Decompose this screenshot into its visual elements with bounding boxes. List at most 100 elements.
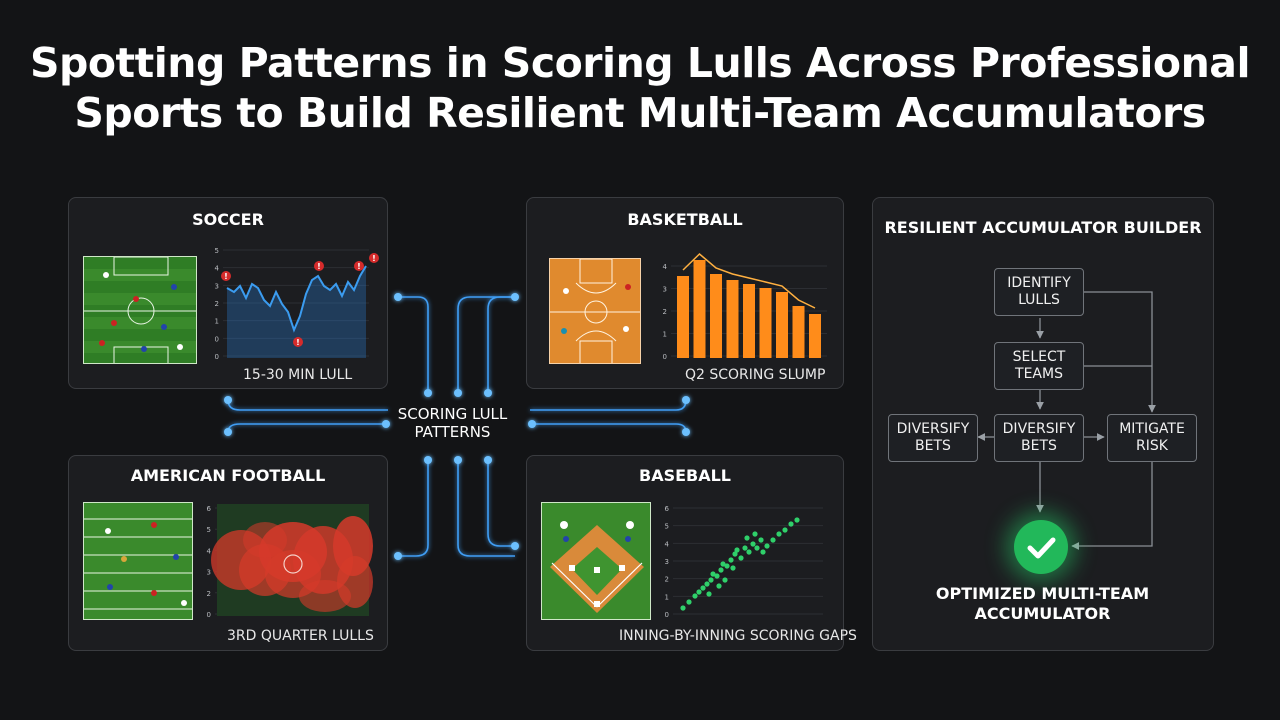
y-tick-label: 3: [207, 569, 211, 577]
scatter-point: [754, 545, 760, 551]
scatter-point: [794, 517, 800, 523]
football-panel: AMERICAN FOOTBALL 6 5 4 3 2 0 3RD QUARTER LUL…: [68, 455, 388, 651]
y-tick-label: 0: [215, 353, 219, 361]
scatter-point: [728, 557, 734, 563]
football-title: AMERICAN FOOTBALL: [130, 466, 326, 485]
scatter-point: [744, 535, 750, 541]
scatter-point: [710, 571, 716, 577]
y-tick-label: 4: [215, 265, 220, 273]
svg-text:!: !: [372, 254, 376, 263]
basketball-caption: Q2 SCORING SLUMP: [685, 367, 826, 383]
y-tick-label: 4: [663, 263, 668, 271]
soccer-title: SOCCER: [192, 210, 264, 229]
football-caption: 3RD QUARTER LULLS: [227, 628, 374, 644]
y-tick-label: 6: [665, 505, 670, 513]
scatter-point: [708, 577, 714, 583]
y-tick-label: 1: [663, 331, 667, 339]
basketball-trend-line: [682, 252, 816, 309]
node-mitigate-risk: MITIGATE RISK: [1107, 414, 1197, 462]
svg-text:!: !: [296, 338, 300, 347]
y-tick-label: 5: [665, 523, 669, 531]
y-tick-label: 0: [207, 611, 211, 619]
basketball-bar: [693, 260, 706, 358]
y-tick-label: 0: [215, 335, 219, 343]
heat-cell: [243, 522, 287, 558]
scatter-point: [770, 537, 776, 543]
scatter-point: [750, 541, 756, 547]
scatter-point: [716, 583, 722, 589]
scatter-point: [758, 537, 764, 543]
y-tick-label: 1: [215, 318, 219, 326]
football-heatmap: 6 5 4 3 2 0: [207, 504, 373, 619]
y-tick-label: 4: [207, 547, 212, 555]
scatter-point: [752, 531, 758, 537]
scatter-point: [730, 565, 736, 571]
svg-text:!: !: [224, 272, 228, 281]
result-label: OPTIMIZED MULTI-TEAM ACCUMULATOR: [935, 584, 1150, 623]
scatter-point: [782, 527, 788, 533]
scatter-point: [742, 545, 748, 551]
node-identify-lulls: IDENTIFY LULLS: [994, 268, 1084, 316]
y-tick-label: 3: [215, 282, 219, 290]
scatter-point: [776, 531, 782, 537]
y-tick-label: 5: [207, 526, 211, 534]
y-tick-label: 4: [665, 540, 670, 548]
basketball-bar: [677, 276, 689, 358]
svg-text:!: !: [357, 262, 361, 271]
basketball-bar: [792, 306, 805, 358]
heat-cell: [299, 580, 351, 612]
y-tick-label: 0: [663, 353, 667, 361]
lull-marker-icon: [369, 253, 379, 263]
scatter-point: [704, 581, 710, 587]
y-tick-label: 2: [663, 308, 667, 316]
scatter-point: [692, 593, 698, 599]
basketball-bar: [759, 288, 772, 358]
basketball-title: BASKETBALL: [627, 210, 743, 229]
node-select-teams: SELECT TEAMS: [994, 342, 1084, 390]
y-tick-label: 5: [215, 247, 219, 255]
basketball-bar: [743, 284, 755, 358]
baseball-title: BASEBALL: [639, 466, 731, 485]
basketball-bar: [809, 314, 821, 358]
check-icon: [1014, 520, 1068, 574]
soccer-caption: 15-30 MIN LULL: [243, 367, 353, 383]
scatter-point: [718, 567, 724, 573]
y-tick-label: 3: [665, 558, 669, 566]
basketball-court: [549, 258, 641, 364]
scatter-point: [720, 561, 726, 567]
midfield-marker: [283, 554, 303, 574]
y-tick-label: 3: [663, 286, 667, 294]
hub-label: SCORING LULL PATTERNS: [397, 405, 508, 441]
scatter-point: [746, 549, 752, 555]
basketball-panel: BASKETBALL 4 3 2 1 0 Q2 SCORING SLUMP: [526, 197, 844, 389]
lull-marker-icon: [314, 261, 324, 271]
y-tick-label: 2: [207, 590, 211, 598]
y-tick-label: 6: [207, 505, 212, 513]
scatter-point: [738, 555, 744, 561]
lull-marker-icon: [293, 337, 303, 347]
y-tick-label: 2: [665, 576, 669, 584]
scatter-point: [700, 585, 706, 591]
basketball-bar: [710, 274, 722, 358]
scatter-point: [788, 521, 794, 527]
scatter-point: [734, 547, 740, 553]
basketball-bar: [776, 292, 788, 358]
scatter-point: [760, 549, 766, 555]
page-title: Spotting Patterns in Scoring Lulls Acros…: [29, 39, 1251, 137]
y-tick-label: 2: [215, 300, 219, 308]
soccer-panel: SOCCER 5 4 3 2 1 0 0!!!!! 15-30 MIN LULL: [68, 197, 388, 389]
basketball-bar-chart: 4 3 2 1 0: [663, 252, 827, 361]
svg-text:!: !: [317, 262, 321, 271]
y-tick-label: 1: [665, 593, 669, 601]
baseball-caption: INNING-BY-INNING SCORING GAPS: [619, 628, 857, 644]
scatter-point: [722, 577, 728, 583]
scatter-point: [714, 573, 720, 579]
scatter-point: [680, 605, 686, 611]
soccer-line-chart: 5 4 3 2 1 0 0!!!!!: [215, 247, 379, 361]
builder-title: RESILIENT ACCUMULATOR BUILDER: [884, 218, 1202, 237]
scatter-point: [696, 589, 702, 595]
